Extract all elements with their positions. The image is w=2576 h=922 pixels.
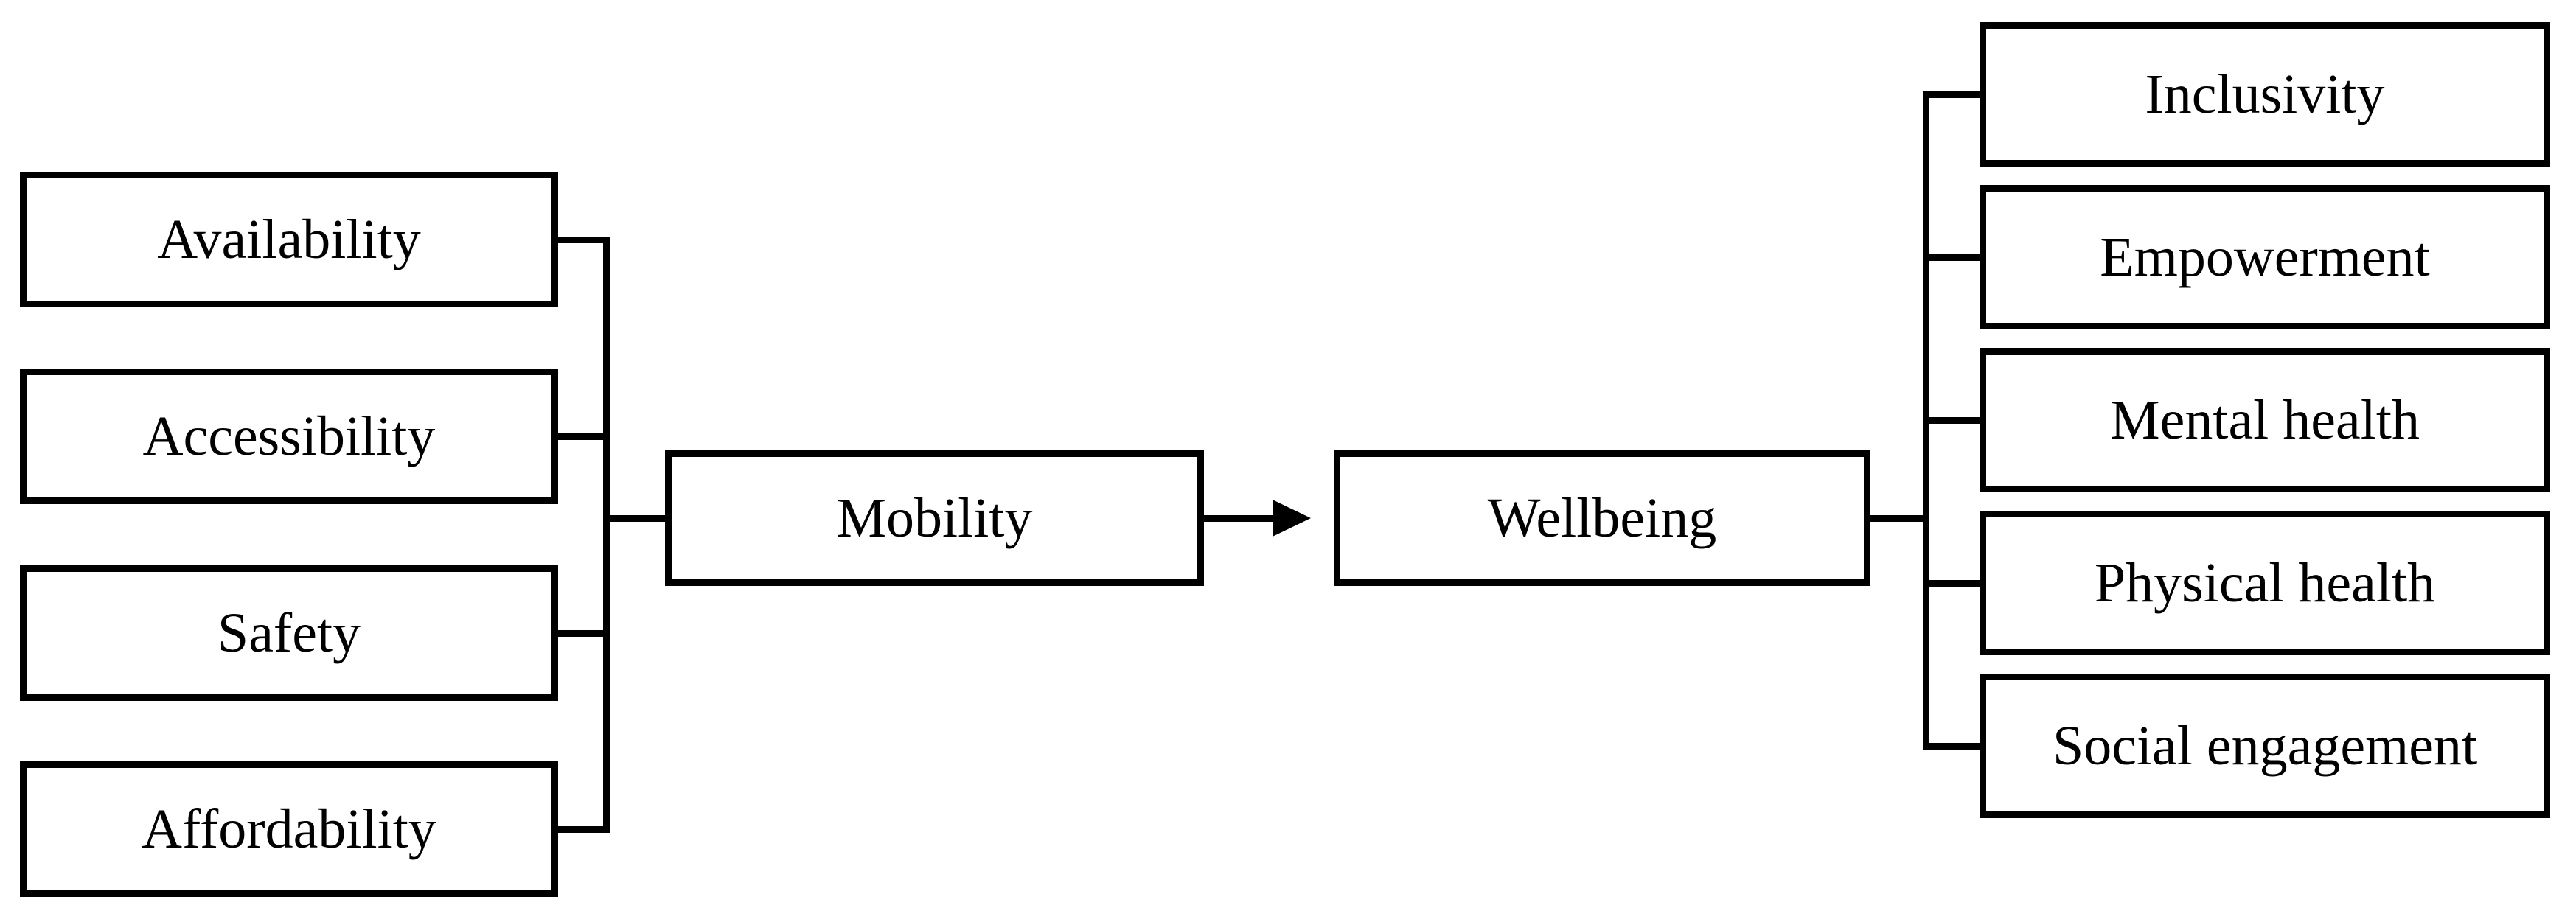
box-affordability: Affordability — [20, 761, 558, 897]
box-availability: Availability — [20, 172, 558, 307]
box-empowerment: Empowerment — [1980, 185, 2550, 329]
box-safety: Safety — [20, 565, 558, 701]
connector-social-engagement-stub — [1926, 743, 1986, 750]
connector-accessibility-stub — [555, 433, 610, 440]
box-wellbeing: Wellbeing — [1334, 450, 1870, 586]
connector-inclusivity-stub — [1926, 91, 1986, 98]
box-mental-health-label: Mental health — [2110, 389, 2420, 451]
box-safety-label: Safety — [217, 602, 361, 664]
connector-wellbeing-stub — [1865, 515, 1929, 522]
box-physical-health: Physical health — [1980, 511, 2550, 655]
connector-affordability-stub — [555, 826, 610, 833]
box-accessibility-label: Accessibility — [142, 405, 436, 467]
box-inclusivity: Inclusivity — [1980, 22, 2550, 167]
connector-mental-health-stub — [1926, 417, 1986, 424]
box-social-engagement-label: Social engagement — [2052, 715, 2478, 777]
box-inclusivity-label: Inclusivity — [2145, 63, 2385, 125]
box-mobility: Mobility — [665, 450, 1204, 586]
box-accessibility: Accessibility — [20, 369, 558, 504]
connector-bracket-to-mobility — [603, 515, 672, 522]
box-mobility-label: Mobility — [836, 487, 1033, 549]
box-empowerment-label: Empowerment — [2100, 226, 2430, 288]
connector-right-bracket-vertical — [1923, 91, 1929, 750]
connector-safety-stub — [555, 630, 610, 637]
arrow-mobility-to-wellbeing-shaft — [1197, 515, 1273, 522]
connector-left-bracket-vertical — [603, 237, 610, 833]
box-wellbeing-label: Wellbeing — [1487, 487, 1717, 549]
connector-physical-health-stub — [1926, 580, 1986, 587]
connector-availability-stub — [555, 237, 610, 243]
box-mental-health: Mental health — [1980, 348, 2550, 492]
box-social-engagement: Social engagement — [1980, 674, 2550, 818]
connector-empowerment-stub — [1926, 254, 1986, 261]
box-affordability-label: Affordability — [142, 798, 436, 860]
box-physical-health-label: Physical health — [2094, 552, 2436, 614]
arrowhead-right-icon — [1273, 500, 1311, 537]
box-availability-label: Availability — [157, 209, 421, 270]
